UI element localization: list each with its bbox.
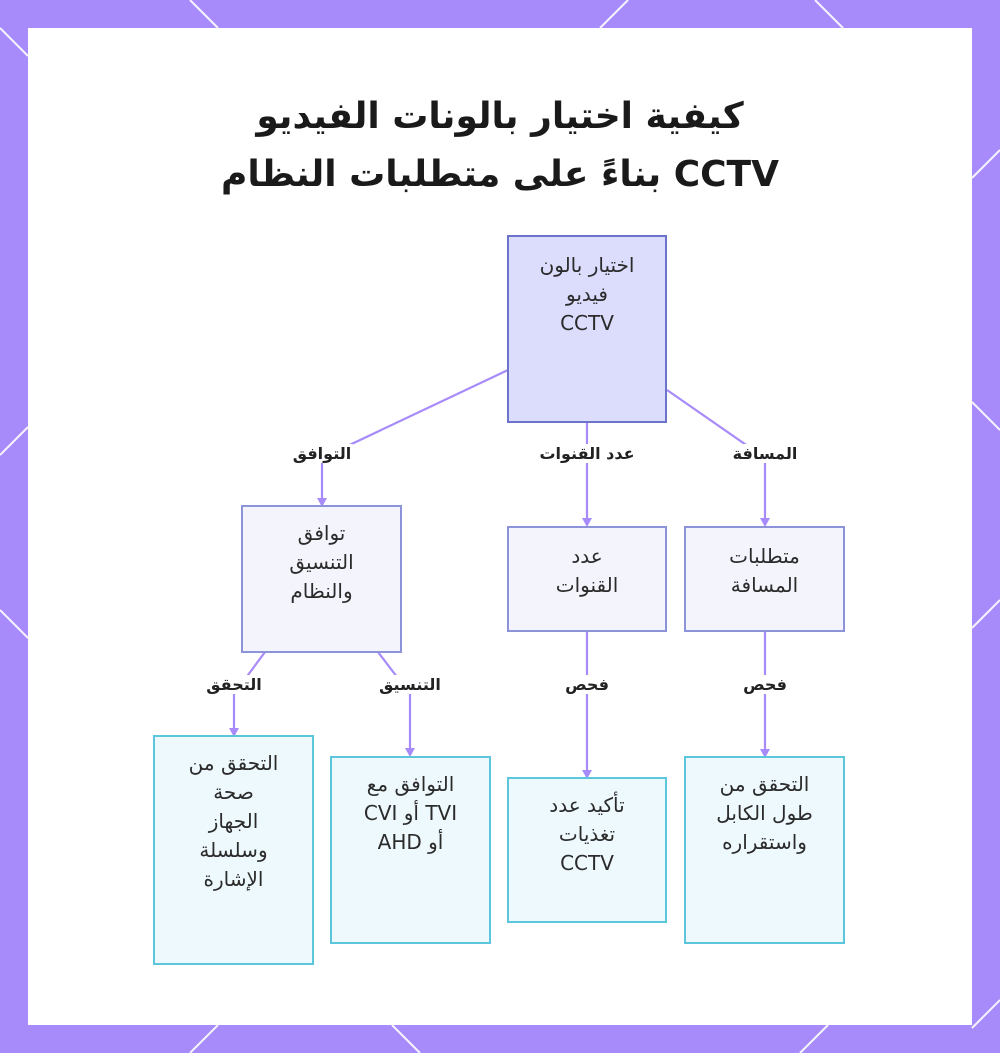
node-text-line: المسافة <box>730 573 799 597</box>
title-line-2: CCTV بناءً على متطلبات النظام <box>221 154 779 195</box>
arrowhead-feeds <box>582 770 592 779</box>
arrowhead-compat <box>317 498 327 507</box>
node-compat-text: توافق التنسيق والنظام <box>289 519 353 606</box>
node-channels-text: عدد القنوات <box>556 542 619 600</box>
edge-label-format: التنسيق <box>377 675 443 694</box>
node-text-line: توافق <box>297 521 346 545</box>
node-format: التوافق مع TVI أو CVI أو AHD <box>330 756 491 944</box>
node-text-line: التوافق مع <box>366 772 455 796</box>
node-format-text: التوافق مع TVI أو CVI أو AHD <box>364 770 457 857</box>
arrowhead-device <box>229 728 239 737</box>
node-distance: متطلبات المسافة <box>684 526 845 632</box>
edge-root-compat <box>320 369 509 505</box>
node-text-line: اختيار بالون <box>539 253 635 277</box>
node-text-line: متطلبات <box>729 544 800 568</box>
node-text-line: عدد <box>571 544 603 568</box>
node-text-line: CCTV <box>560 851 614 875</box>
node-device: التحقق من صحة الجهاز وسلسلة الإشارة <box>153 735 314 965</box>
edge-compat-device <box>232 651 266 735</box>
node-channels: عدد القنوات <box>507 526 667 632</box>
node-text-line: تأكيد عدد <box>549 793 625 817</box>
node-text-line: التنسيق <box>289 550 354 574</box>
node-text-line: الإشارة <box>203 867 264 891</box>
node-text-line: CCTV <box>560 311 614 335</box>
node-text-line: أو AHD <box>377 830 444 854</box>
arrowhead-cable <box>760 749 770 758</box>
node-cable-text: التحقق من طول الكابل واستقراره <box>716 770 813 857</box>
edge-label-check-channels: فحص <box>563 675 611 694</box>
node-root-text: اختيار بالون فيديو CCTV <box>540 251 635 338</box>
node-text-line: صحة <box>213 780 254 804</box>
edge-label-check-distance: فحص <box>741 675 789 694</box>
node-text-line: التحقق من <box>188 751 279 775</box>
node-text-line: والنظام <box>290 579 353 603</box>
edge-compat-format <box>377 651 412 755</box>
arrowhead-format <box>405 748 415 757</box>
edge-label-compat: التوافق <box>290 444 354 463</box>
node-feeds-text: تأكيد عدد تغذيات CCTV <box>549 791 624 878</box>
edge-label-channels: عدد القنوات <box>537 444 637 463</box>
node-root: اختيار بالون فيديو CCTV <box>507 235 667 423</box>
node-text-line: طول الكابل <box>716 801 813 825</box>
arrowhead-channels <box>582 518 592 527</box>
node-text-line: واستقراره <box>722 830 807 854</box>
node-feeds: تأكيد عدد تغذيات CCTV <box>507 777 667 923</box>
node-text-line: الجهاز <box>208 809 259 833</box>
edge-label-distance: المسافة <box>730 444 800 463</box>
arrowhead-distance <box>760 518 770 527</box>
node-text-line: تغذيات <box>558 822 616 846</box>
node-text-line: التحقق من <box>719 772 810 796</box>
node-distance-text: متطلبات المسافة <box>729 542 800 600</box>
node-text-line: فيديو <box>566 282 608 306</box>
node-text-line: TVI أو CVI <box>363 801 458 825</box>
title-line-1: كيفية اختيار بالونات الفيديو <box>256 96 744 137</box>
edge-label-verify: التحقق <box>204 675 264 694</box>
node-compat: توافق التنسيق والنظام <box>241 505 402 653</box>
diagram-title: كيفية اختيار بالونات الفيديو CCTV بناءً … <box>28 88 972 204</box>
node-text-line: القنوات <box>555 573 619 597</box>
node-device-text: التحقق من صحة الجهاز وسلسلة الإشارة <box>189 749 279 894</box>
node-text-line: وسلسلة <box>199 838 268 862</box>
node-cable: التحقق من طول الكابل واستقراره <box>684 756 845 944</box>
